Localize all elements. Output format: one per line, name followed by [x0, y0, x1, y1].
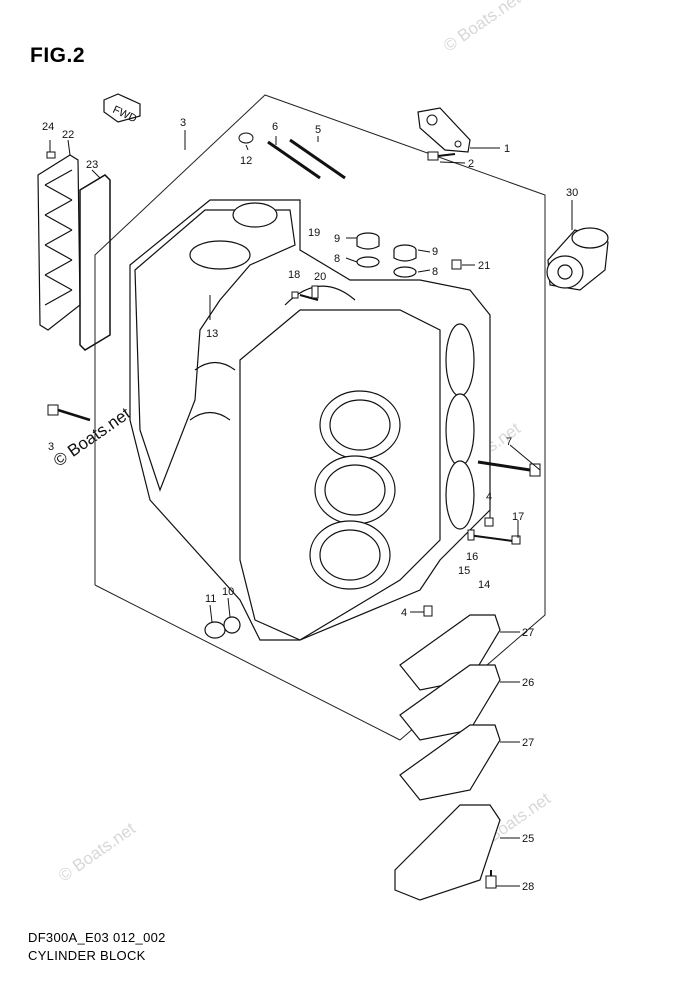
callout-16: 16 — [466, 551, 478, 563]
bolt-small-right-icon — [484, 517, 494, 527]
oil-filter-icon — [546, 227, 609, 291]
dowel-pin-icon — [291, 285, 319, 301]
callout-19: 19 — [308, 227, 320, 239]
bolt-bottom-icon — [423, 605, 433, 617]
bolt-icon — [427, 151, 456, 161]
fitting-icon — [467, 529, 521, 545]
callout-1: 1 — [504, 143, 510, 155]
bolt-small-icon — [46, 151, 56, 159]
callout-3-side: 3 — [48, 441, 54, 453]
engine-hanger-bracket-icon — [417, 107, 471, 153]
exhaust-cover-icon — [37, 154, 81, 331]
callout-24: 24 — [42, 121, 54, 133]
callout-27a: 27 — [522, 627, 534, 639]
stud-bolts-icon — [238, 132, 346, 180]
callout-8b: 8 — [432, 266, 438, 278]
callout-12: 12 — [240, 155, 252, 167]
callout-21: 21 — [478, 260, 490, 272]
plug-left-icon — [356, 232, 380, 268]
callout-11: 11 — [205, 593, 216, 605]
callout-22: 22 — [62, 129, 74, 141]
callout-5: 5 — [315, 124, 321, 136]
figure-title: FIG.2 — [30, 44, 86, 67]
leader-lines — [49, 130, 573, 887]
plug-small-icon — [451, 259, 462, 270]
callout-13: 13 — [206, 328, 218, 340]
callout-labels: 1 2 3 4 4 5 6 7 8 8 9 9 10 11 12 13 14 1… — [42, 117, 578, 893]
drain-plug-icon — [204, 616, 241, 639]
assembly-outline — [94, 94, 546, 741]
side-bolt-icon — [47, 404, 91, 422]
callout-28: 28 — [522, 881, 534, 893]
callout-18: 18 — [288, 269, 300, 281]
callout-30: 30 — [566, 187, 578, 199]
callout-20: 20 — [314, 271, 326, 283]
callout-7: 7 — [506, 436, 512, 448]
plug-right-icon — [393, 244, 417, 278]
fwd-arrow-icon: FWD — [103, 93, 141, 125]
assembly-outline-bottom — [94, 584, 401, 741]
callout-10: 10 — [222, 586, 234, 598]
callout-9a: 9 — [334, 233, 340, 245]
callout-23: 23 — [86, 159, 98, 171]
callout-4b: 4 — [401, 607, 407, 619]
callout-15: 15 — [458, 565, 470, 577]
gasket-stack-icon — [394, 614, 501, 901]
callout-17: 17 — [512, 511, 524, 523]
callout-26: 26 — [522, 677, 534, 689]
bolt-28-icon — [485, 870, 497, 889]
exhaust-gasket-icon — [79, 174, 111, 351]
callout-27b: 27 — [522, 737, 534, 749]
callout-9b: 9 — [432, 246, 438, 258]
callout-3: 3 — [180, 117, 186, 129]
cylinder-block-icon — [129, 199, 491, 641]
callout-14: 14 — [478, 579, 490, 591]
diagram-code: DF300A_E03 012_002 — [28, 930, 166, 945]
callout-2: 2 — [468, 158, 474, 170]
callout-6: 6 — [272, 121, 278, 133]
callout-4a: 4 — [486, 491, 492, 503]
diagram-name: CYLINDER BLOCK — [28, 948, 146, 963]
callout-8a: 8 — [334, 253, 340, 265]
callout-25: 25 — [522, 833, 534, 845]
